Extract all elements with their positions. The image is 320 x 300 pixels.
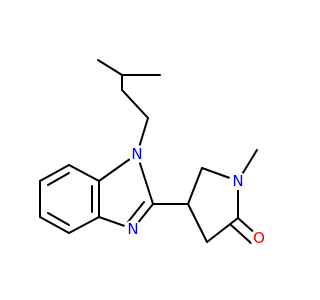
- bond-c2p-o-b: [230, 224, 252, 244]
- bond-c7-c6-inner: [47, 172, 70, 186]
- atom-o-label: O: [253, 229, 265, 247]
- bond-c2-n3-double: [127, 201, 145, 223]
- bond-layer: [39, 59, 259, 244]
- nitrogen-atom-n1: N: [128, 145, 146, 163]
- atom-n-lactam-label: N: [232, 172, 243, 190]
- atom-label-layer: N N N O: [124, 145, 268, 247]
- bond-c4p-c5p: [187, 167, 203, 205]
- bond-c2p-c3p: [206, 217, 239, 243]
- nitrogen-atom-n3: N: [124, 220, 142, 238]
- bond-c4-c3a: [68, 216, 100, 234]
- bond-c5-c4-inner: [47, 212, 70, 226]
- bond-ch3a-ch: [97, 59, 123, 76]
- bond-c7a-c7: [68, 164, 100, 182]
- atom-n1-label: N: [131, 145, 142, 163]
- nitrogen-atom-lactam: N: [229, 172, 247, 190]
- atom-n3-label: N: [127, 220, 138, 238]
- bond-c7-c6: [39, 164, 70, 182]
- bond-ch2-ch2: [121, 89, 149, 119]
- bond-c5-c4: [39, 216, 70, 234]
- bond-c3p-c4p: [187, 203, 208, 243]
- oxygen-atom-carbonyl: O: [250, 229, 268, 247]
- molecule-structure-diagram: N N N O: [39, 59, 268, 247]
